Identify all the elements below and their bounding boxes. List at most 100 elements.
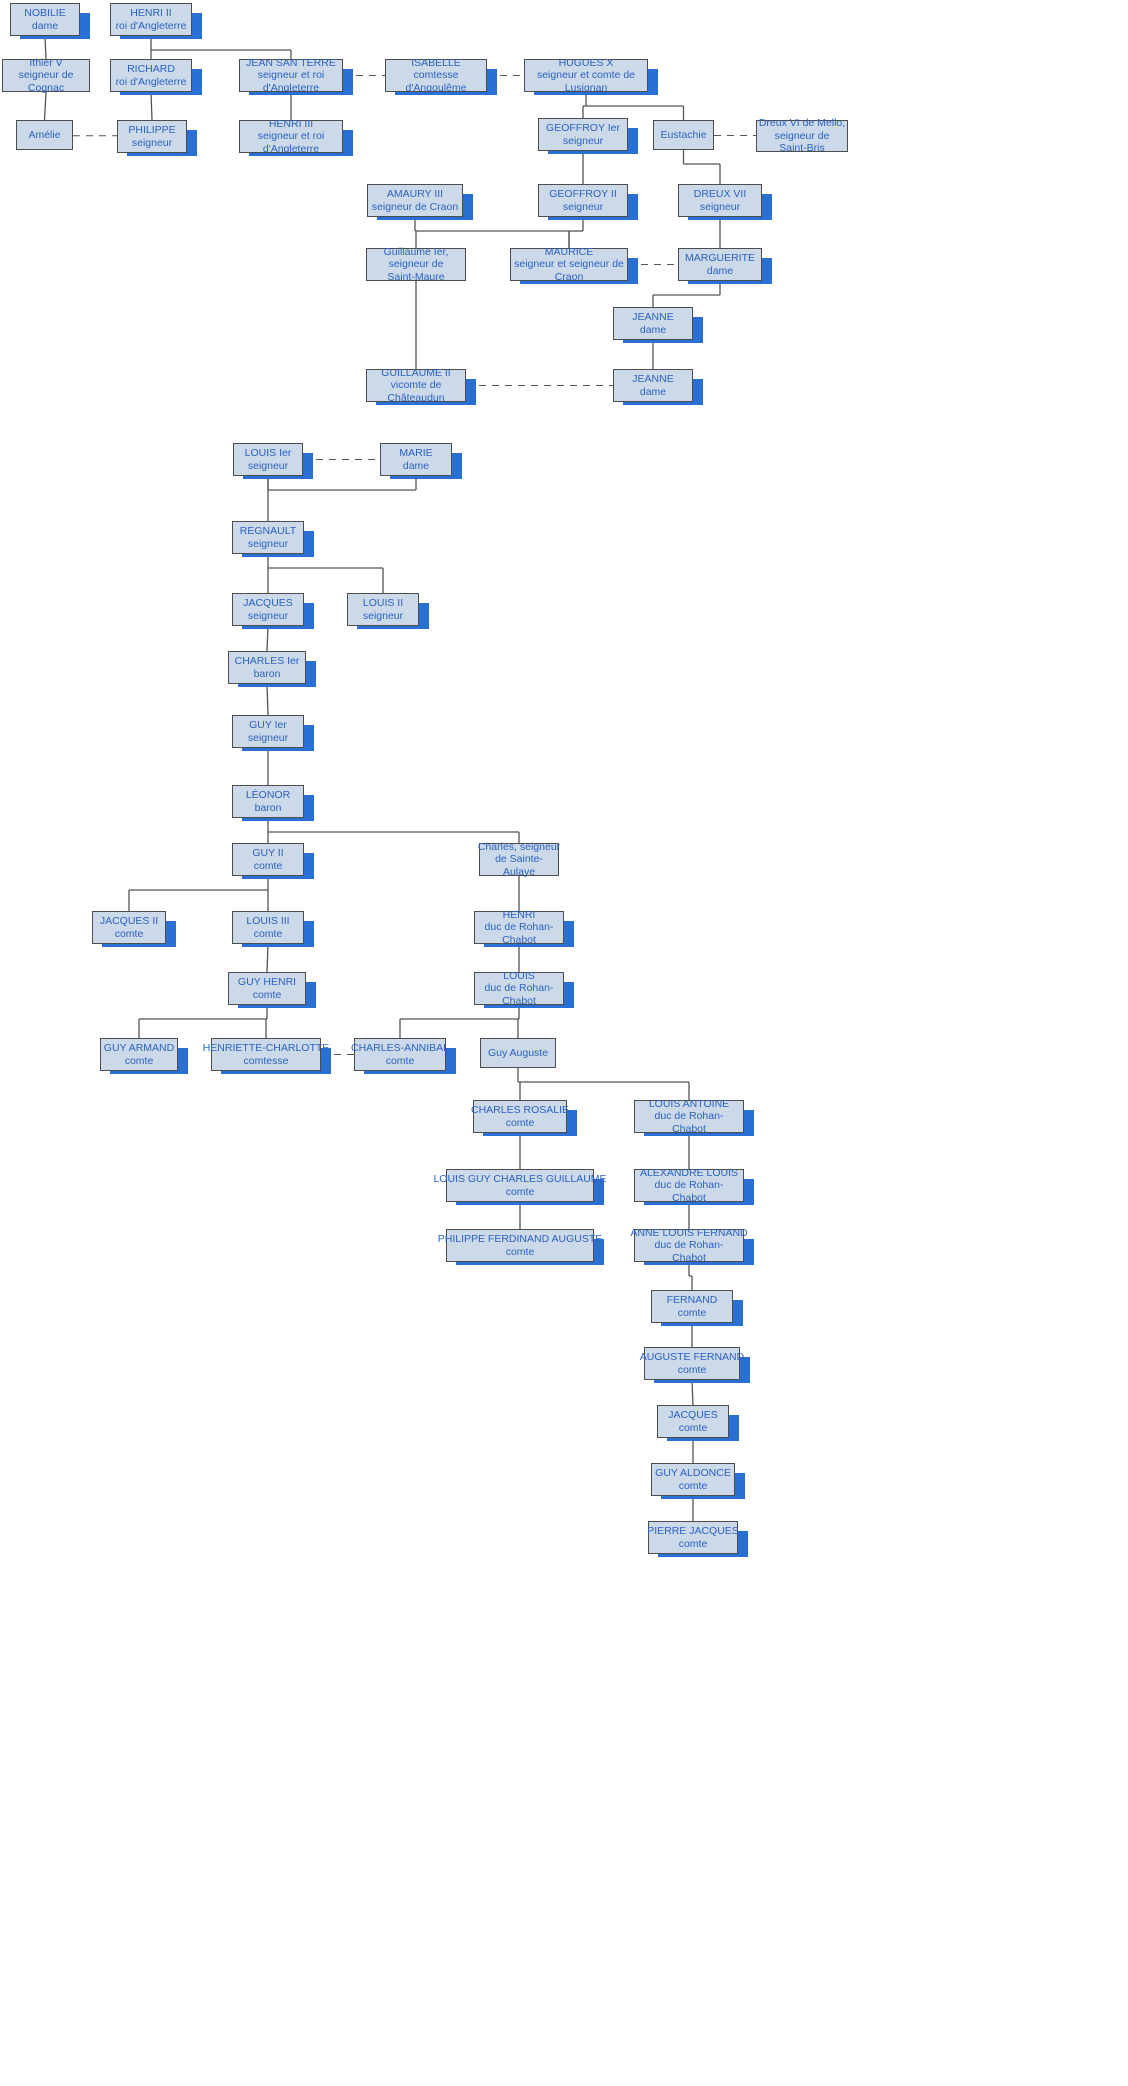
person-title: duc de Rohan-Chabot (484, 921, 554, 946)
person-title: comte (677, 1306, 707, 1319)
person-name: GEOFFROY Ier (546, 122, 620, 134)
person-name: PIERRE JACQUES (647, 1525, 739, 1537)
person-title: comte (253, 927, 283, 940)
person-title: comtesse d'Angoulême (405, 69, 467, 94)
person-name: LOUIS II (362, 597, 404, 609)
person-title: comte (505, 1245, 535, 1258)
person-node-amelie[interactable]: Amélie (16, 120, 73, 150)
person-name: GUY HENRI (237, 976, 297, 988)
person-name: Amélie (28, 128, 61, 141)
person-name: LOUIS III (246, 915, 290, 927)
person-name: ANNE LOUIS FERNAND (630, 1226, 748, 1239)
person-title: comte (678, 1479, 708, 1492)
person-title: comtesse (243, 1054, 289, 1067)
person-node-guyauguste[interactable]: Guy Auguste (480, 1038, 556, 1068)
person-title: comte (677, 1363, 707, 1376)
person-title: comte (678, 1537, 708, 1550)
person-title: duc de Rohan-Chabot (654, 1110, 724, 1135)
person-title: comte (252, 988, 282, 1001)
person-title: comte (124, 1054, 154, 1067)
person-name: JEANNE (632, 373, 674, 385)
person-name: GUY II (252, 847, 284, 859)
person-title: baron (254, 801, 282, 814)
person-title: baron (253, 667, 281, 680)
person-name: PHILIPPE (128, 124, 176, 136)
person-name: HENRI III (268, 117, 314, 130)
person-title: seigneur de Craon (371, 200, 459, 213)
person-name: LOUIS ANTOINE (648, 1097, 730, 1110)
person-name: FERNAND (666, 1294, 718, 1306)
person-name: LOUIS Ier (244, 447, 292, 459)
person-name: Dreux VI de Mello, (758, 117, 846, 130)
person-name: Eustachie (660, 128, 707, 141)
person-title: roi d'Angleterre (115, 19, 187, 32)
person-title: dame (402, 459, 430, 472)
person-name: AUGUSTE FERNAND (639, 1351, 745, 1363)
person-title: vicomte de Châteaudun (387, 379, 445, 404)
person-node-eustachie[interactable]: Eustachie (653, 120, 714, 150)
person-name: PHILIPPE FERDINAND AUGUSTE (437, 1233, 603, 1245)
person-name: JACQUES II (99, 915, 159, 927)
person-name: AMAURY III (386, 188, 444, 200)
person-title: comte (253, 859, 283, 872)
person-name: Guy Auguste (487, 1046, 549, 1059)
person-name: JACQUES (668, 1409, 718, 1421)
person-title: roi d'Angleterre (115, 75, 187, 88)
person-name: HUGUES X (558, 56, 614, 69)
person-name: GUY ALDONCE (655, 1467, 731, 1479)
person-node-dreux6[interactable]: Dreux VI de Mello,seigneur de Saint-Bris (756, 117, 848, 154)
person-title: comte (505, 1185, 535, 1198)
person-name: JACQUES (243, 597, 293, 609)
person-name: GUILLAUME II (381, 366, 451, 379)
